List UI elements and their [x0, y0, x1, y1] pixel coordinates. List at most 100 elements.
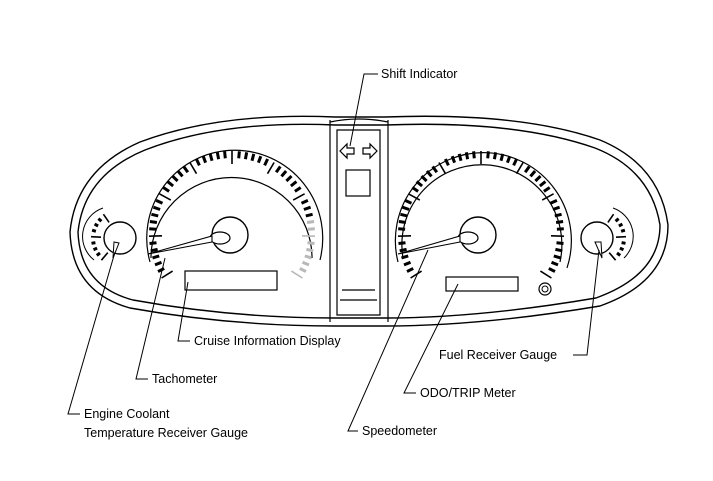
- minor-tick: [556, 241, 564, 245]
- minor-tick: [431, 165, 439, 174]
- speedometer-gauge: [394, 151, 572, 279]
- minor-tick: [554, 212, 562, 218]
- minor-tick: [171, 175, 179, 183]
- cruise-display-leader: [177, 281, 190, 342]
- minor-tick: [215, 152, 221, 160]
- speedometer-hub-cap: [457, 231, 479, 245]
- major-tick: [102, 213, 110, 223]
- minor-tick: [411, 186, 419, 193]
- tachometer-scale: [148, 151, 316, 279]
- major-tick: [541, 193, 554, 201]
- major-tick: [615, 235, 627, 238]
- minor-tick: [250, 153, 256, 162]
- shift-left-arrow-icon: [339, 142, 355, 160]
- minor-tick: [157, 267, 165, 273]
- minor-tick: [492, 152, 498, 160]
- minor-tick: [149, 220, 158, 224]
- minor-tick: [404, 199, 413, 205]
- minor-tick: [420, 175, 428, 183]
- leader-lines: [67, 73, 600, 432]
- minor-tick: [486, 151, 490, 159]
- minor-tick: [444, 158, 450, 167]
- minor-tick: [285, 175, 293, 183]
- minor-tick: [619, 246, 625, 252]
- minor-tick: [499, 153, 505, 162]
- minor-tick: [95, 251, 101, 257]
- speedometer-label: Speedometer: [362, 424, 438, 438]
- fuel-gauge-leader: [573, 249, 600, 356]
- minor-tick: [301, 260, 310, 267]
- cruise-information-display: [184, 270, 278, 291]
- minor-tick: [91, 228, 97, 233]
- coolant-gauge-hub: [103, 221, 137, 255]
- minor-tick: [92, 246, 98, 252]
- minor-tick: [555, 247, 563, 253]
- shift-right-arrow-icon: [362, 142, 378, 160]
- minor-tick: [166, 180, 175, 188]
- tachometer-leader: [135, 257, 166, 380]
- odo-trip-leader: [403, 283, 459, 394]
- minor-tick: [152, 254, 160, 260]
- minor-tick: [621, 241, 626, 245]
- minor-tick: [505, 155, 512, 164]
- major-tick: [608, 252, 617, 261]
- minor-tick: [555, 220, 564, 224]
- minor-tick: [399, 247, 407, 253]
- minor-tick: [406, 267, 414, 273]
- minor-tick: [303, 205, 312, 211]
- speedometer-needle: [397, 235, 461, 255]
- minor-tick: [472, 151, 476, 159]
- shift-indicator-leader: [349, 73, 378, 147]
- major-tick: [161, 270, 174, 279]
- minor-tick: [305, 212, 313, 218]
- minor-tick: [201, 155, 208, 164]
- minor-tick: [182, 165, 190, 174]
- engine-coolant-label-line1: Engine Coolant: [84, 407, 170, 421]
- minor-tick: [512, 158, 518, 167]
- major-tick: [410, 270, 423, 279]
- minor-tick: [534, 175, 542, 183]
- center-column: [329, 118, 389, 322]
- minor-tick: [548, 267, 556, 273]
- minor-tick: [403, 260, 412, 267]
- minor-tick: [151, 212, 159, 218]
- minor-tick: [289, 180, 298, 188]
- major-tick: [90, 235, 102, 238]
- minor-tick: [400, 212, 408, 218]
- odo-trip-display: [445, 276, 519, 292]
- minor-tick: [415, 180, 424, 188]
- major-tick: [100, 252, 109, 261]
- minor-tick: [616, 251, 622, 257]
- minor-tick: [299, 267, 307, 273]
- minor-tick: [155, 199, 164, 205]
- minor-tick: [620, 228, 626, 233]
- major-tick: [292, 193, 305, 201]
- tachometer-label: Tachometer: [152, 372, 218, 386]
- fuel-gauge-hub: [580, 221, 614, 255]
- major-tick: [266, 162, 275, 175]
- major-tick: [290, 270, 303, 279]
- major-tick: [539, 270, 552, 279]
- minor-tick: [274, 165, 282, 174]
- minor-tick: [618, 222, 624, 228]
- minor-tick: [150, 247, 158, 253]
- minor-tick: [152, 205, 161, 211]
- minor-tick: [529, 170, 537, 178]
- minor-tick: [306, 247, 314, 253]
- minor-tick: [223, 151, 227, 159]
- minor-tick: [208, 153, 214, 162]
- fuel-receiver-gauge: [580, 207, 634, 261]
- tachometer-hub-cap: [209, 231, 231, 245]
- coolant-temperature-scale: [90, 213, 110, 261]
- minor-tick: [307, 241, 315, 245]
- odo-trip-meter-label: ODO/TRIP Meter: [420, 386, 516, 400]
- minor-tick: [550, 260, 559, 267]
- minor-tick: [237, 151, 241, 159]
- major-tick: [515, 162, 524, 175]
- minor-tick: [401, 205, 410, 211]
- minor-tick: [538, 180, 547, 188]
- cluster-housing: [69, 115, 669, 327]
- minor-tick: [464, 152, 470, 160]
- minor-tick: [243, 152, 249, 160]
